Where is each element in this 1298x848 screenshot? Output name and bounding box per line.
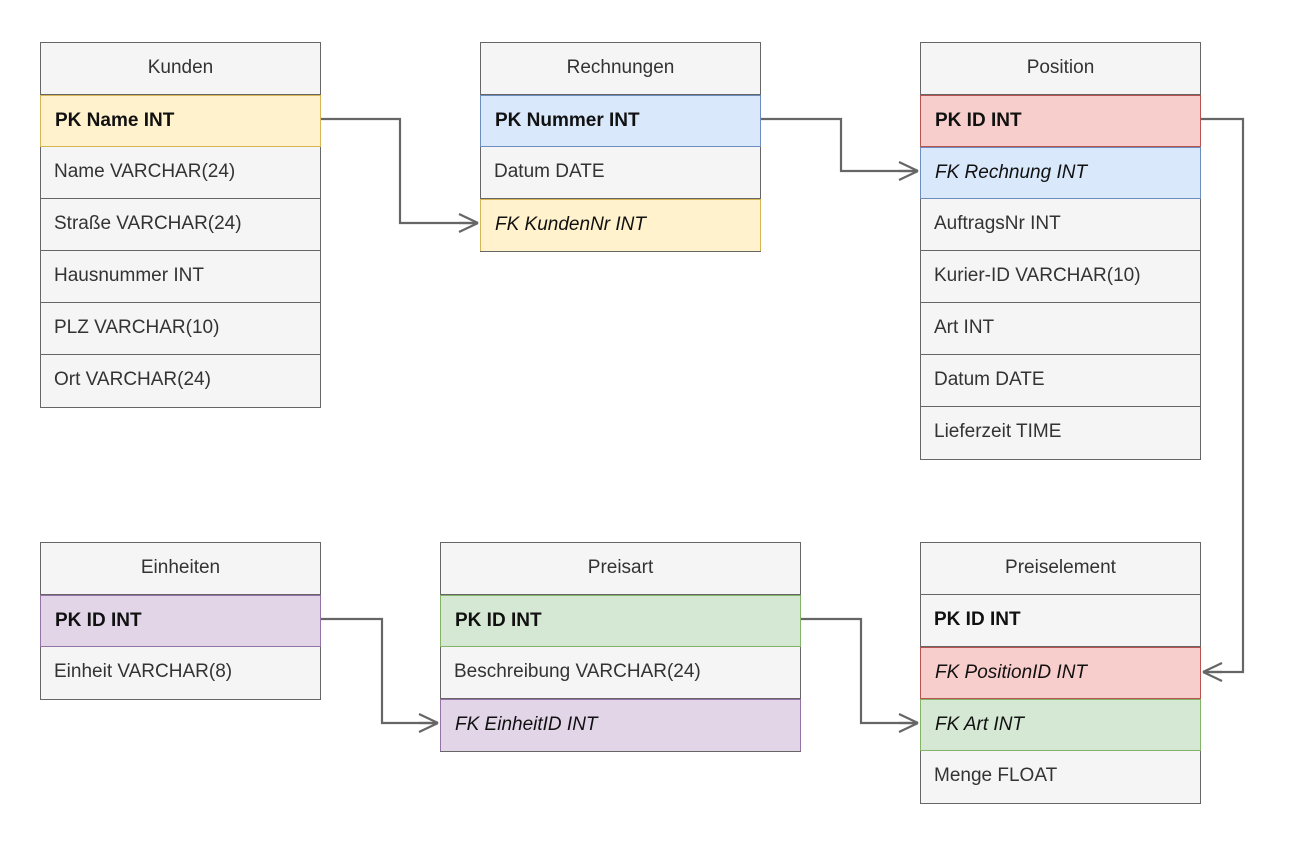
attribute-row[interactable]: PK ID INT: [440, 595, 801, 647]
relationship-preisart-preiselement: [801, 617, 919, 733]
attribute-row[interactable]: Einheit VARCHAR(8): [41, 647, 320, 699]
attribute-row[interactable]: Ort VARCHAR(24): [41, 355, 320, 407]
relationship-kunden-rechnungen: [321, 117, 479, 233]
entity-title-einheiten: Einheiten: [41, 543, 320, 595]
entity-title-position: Position: [921, 43, 1200, 95]
entity-title-preiselement: Preiselement: [921, 543, 1200, 595]
attribute-row[interactable]: PK ID INT: [921, 595, 1200, 647]
attribute-row[interactable]: PK Name INT: [40, 95, 321, 147]
attribute-row[interactable]: Hausnummer INT: [41, 251, 320, 303]
attribute-row[interactable]: PLZ VARCHAR(10): [41, 303, 320, 355]
attribute-row[interactable]: PK ID INT: [920, 95, 1201, 147]
attribute-row[interactable]: Datum DATE: [921, 355, 1200, 407]
relationship-position-preiselement: [1201, 117, 1245, 682]
attribute-row[interactable]: FK KundenNr INT: [480, 199, 761, 251]
attribute-row[interactable]: Name VARCHAR(24): [41, 147, 320, 199]
attribute-row[interactable]: Beschreibung VARCHAR(24): [441, 647, 800, 699]
attribute-row[interactable]: Art INT: [921, 303, 1200, 355]
attribute-row[interactable]: FK EinheitID INT: [440, 699, 801, 751]
attribute-row[interactable]: Menge FLOAT: [921, 751, 1200, 803]
attribute-row[interactable]: Datum DATE: [481, 147, 760, 199]
attribute-row[interactable]: FK Art INT: [920, 699, 1201, 751]
attribute-row[interactable]: Lieferzeit TIME: [921, 407, 1200, 459]
attribute-row[interactable]: PK ID INT: [40, 595, 321, 647]
attribute-row[interactable]: Kurier-ID VARCHAR(10): [921, 251, 1200, 303]
attribute-row[interactable]: FK PositionID INT: [920, 647, 1201, 699]
attribute-row[interactable]: PK Nummer INT: [480, 95, 761, 147]
attribute-row[interactable]: Straße VARCHAR(24): [41, 199, 320, 251]
attribute-row[interactable]: FK Rechnung INT: [920, 147, 1201, 199]
entity-title-kunden: Kunden: [41, 43, 320, 95]
entity-title-rechnungen: Rechnungen: [481, 43, 760, 95]
relationship-einheiten-preisart: [321, 617, 439, 733]
attribute-row[interactable]: AuftragsNr INT: [921, 199, 1200, 251]
relationship-rechnungen-position: [761, 117, 919, 181]
entity-title-preisart: Preisart: [441, 543, 800, 595]
